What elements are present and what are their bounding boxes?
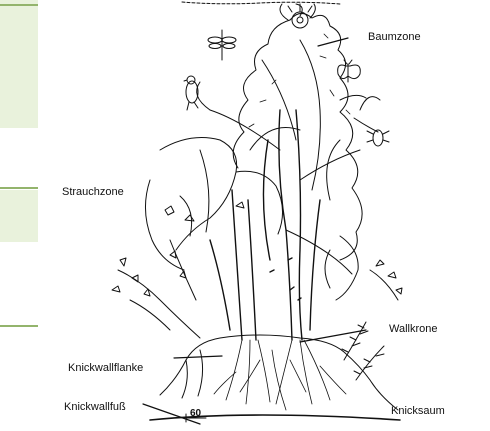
label-knickwallflanke: Knickwallflanke [68,362,143,375]
dragonfly-icon [208,30,236,60]
clipped-caption-text [182,2,340,4]
leader-lines [143,38,366,424]
roots [214,340,346,410]
measure-label: 60 [190,408,202,419]
knickwallflanke-leader [174,356,222,358]
label-baumzone: Baumzone [368,31,421,44]
lower-shrubs-left [112,240,200,338]
wall-mound [150,335,400,420]
label-knickwallfuss: Knickwallfuß [64,401,126,414]
canopy-details [249,34,350,127]
baumzone-leader [318,38,348,46]
bird-icon [184,76,198,110]
label-strauchzone: Strauchzone [62,186,124,199]
plants-right [360,97,402,300]
label-knicksaum: Knicksaum [391,405,445,418]
label-wallkrone: Wallkrone [389,323,438,336]
shrub-foliage [145,138,358,300]
